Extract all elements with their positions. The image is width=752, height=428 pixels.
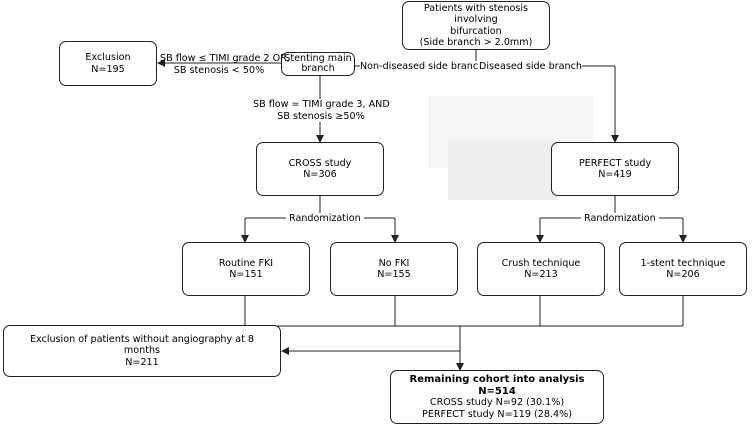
label-sb-flow-exclusion: SB flow ≤ TIMI grade 2 OR, SB stenosis <… bbox=[160, 53, 290, 76]
cross-study-box: CROSS study N=306 bbox=[256, 142, 384, 196]
patients-line2: bifurcation bbox=[450, 25, 502, 37]
exclusion-line2: N=195 bbox=[91, 63, 125, 75]
perfect-line1: PERFECT study bbox=[578, 157, 652, 169]
stenting-line2: branch bbox=[301, 63, 335, 74]
exclusion-angio-line1: Exclusion of patients without angiograph… bbox=[29, 333, 255, 345]
no-fki-box: No FKI N=155 bbox=[330, 242, 458, 296]
crush-technique-box: Crush technique N=213 bbox=[477, 242, 605, 296]
label-randomization-right: Randomization bbox=[581, 213, 659, 225]
label-sb-flow-exclusion-line2: SB stenosis < 50% bbox=[173, 64, 265, 76]
stenting-box: Stenting main branch bbox=[281, 52, 355, 76]
stenting-line1: Stenting main bbox=[284, 52, 352, 64]
one-stent-line2: N=206 bbox=[666, 269, 700, 280]
perfect-line2: N=419 bbox=[598, 169, 632, 180]
remaining-line3: PERFECT study N=119 (28.4%) bbox=[422, 408, 572, 420]
one-stent-technique-box: 1-stent technique N=206 bbox=[619, 242, 747, 296]
label-diseased: Diseased side branch bbox=[479, 61, 582, 73]
label-non-diseased: Non-diseased side branch bbox=[360, 61, 485, 73]
routine-fki-line2: N=151 bbox=[229, 269, 263, 280]
exclusion-line1: Exclusion bbox=[85, 52, 131, 63]
patients-line1: Patients with stenosis involving bbox=[423, 2, 529, 26]
label-randomization-left: Randomization bbox=[286, 213, 364, 225]
background-shade-lower bbox=[448, 140, 558, 200]
routine-fki-box: Routine FKI N=151 bbox=[182, 242, 310, 296]
one-stent-line1: 1-stent technique bbox=[640, 257, 726, 269]
patients-box: Patients with stenosis involving bifurca… bbox=[402, 1, 550, 50]
exclusion-box: Exclusion N=195 bbox=[59, 41, 157, 86]
exclusion-angio-line2: months bbox=[123, 345, 161, 357]
no-fki-line1: No FKI bbox=[378, 257, 410, 269]
crush-line2: N=213 bbox=[524, 269, 558, 280]
label-sb-flow-cross: SB flow = TIMI grade 3, AND SB stenosis … bbox=[253, 99, 390, 122]
patients-line3: (Side branch > 2.0mm) bbox=[419, 37, 533, 48]
exclusion-angiography-box: Exclusion of patients without angiograph… bbox=[3, 325, 281, 377]
crush-line1: Crush technique bbox=[501, 257, 581, 269]
cross-line2: N=306 bbox=[303, 169, 337, 180]
exclusion-angio-line3: N=211 bbox=[125, 356, 159, 368]
label-sb-flow-cross-line2: SB stenosis ≥50% bbox=[277, 110, 365, 122]
remaining-line2: CROSS study N=92 (30.1%) bbox=[429, 397, 565, 408]
cross-line1: CROSS study bbox=[288, 157, 352, 169]
label-sb-flow-cross-line1: SB flow = TIMI grade 3, AND bbox=[253, 99, 390, 110]
no-fki-line2: N=155 bbox=[377, 269, 411, 280]
remaining-line1: Remaining cohort into analysis N=514 bbox=[409, 374, 585, 397]
perfect-study-box: PERFECT study N=419 bbox=[551, 142, 679, 196]
routine-fki-line1: Routine FKI bbox=[218, 257, 274, 269]
label-sb-flow-exclusion-line1: SB flow ≤ TIMI grade 2 OR, bbox=[160, 53, 290, 64]
remaining-cohort-box: Remaining cohort into analysis N=514 CRO… bbox=[390, 370, 604, 424]
